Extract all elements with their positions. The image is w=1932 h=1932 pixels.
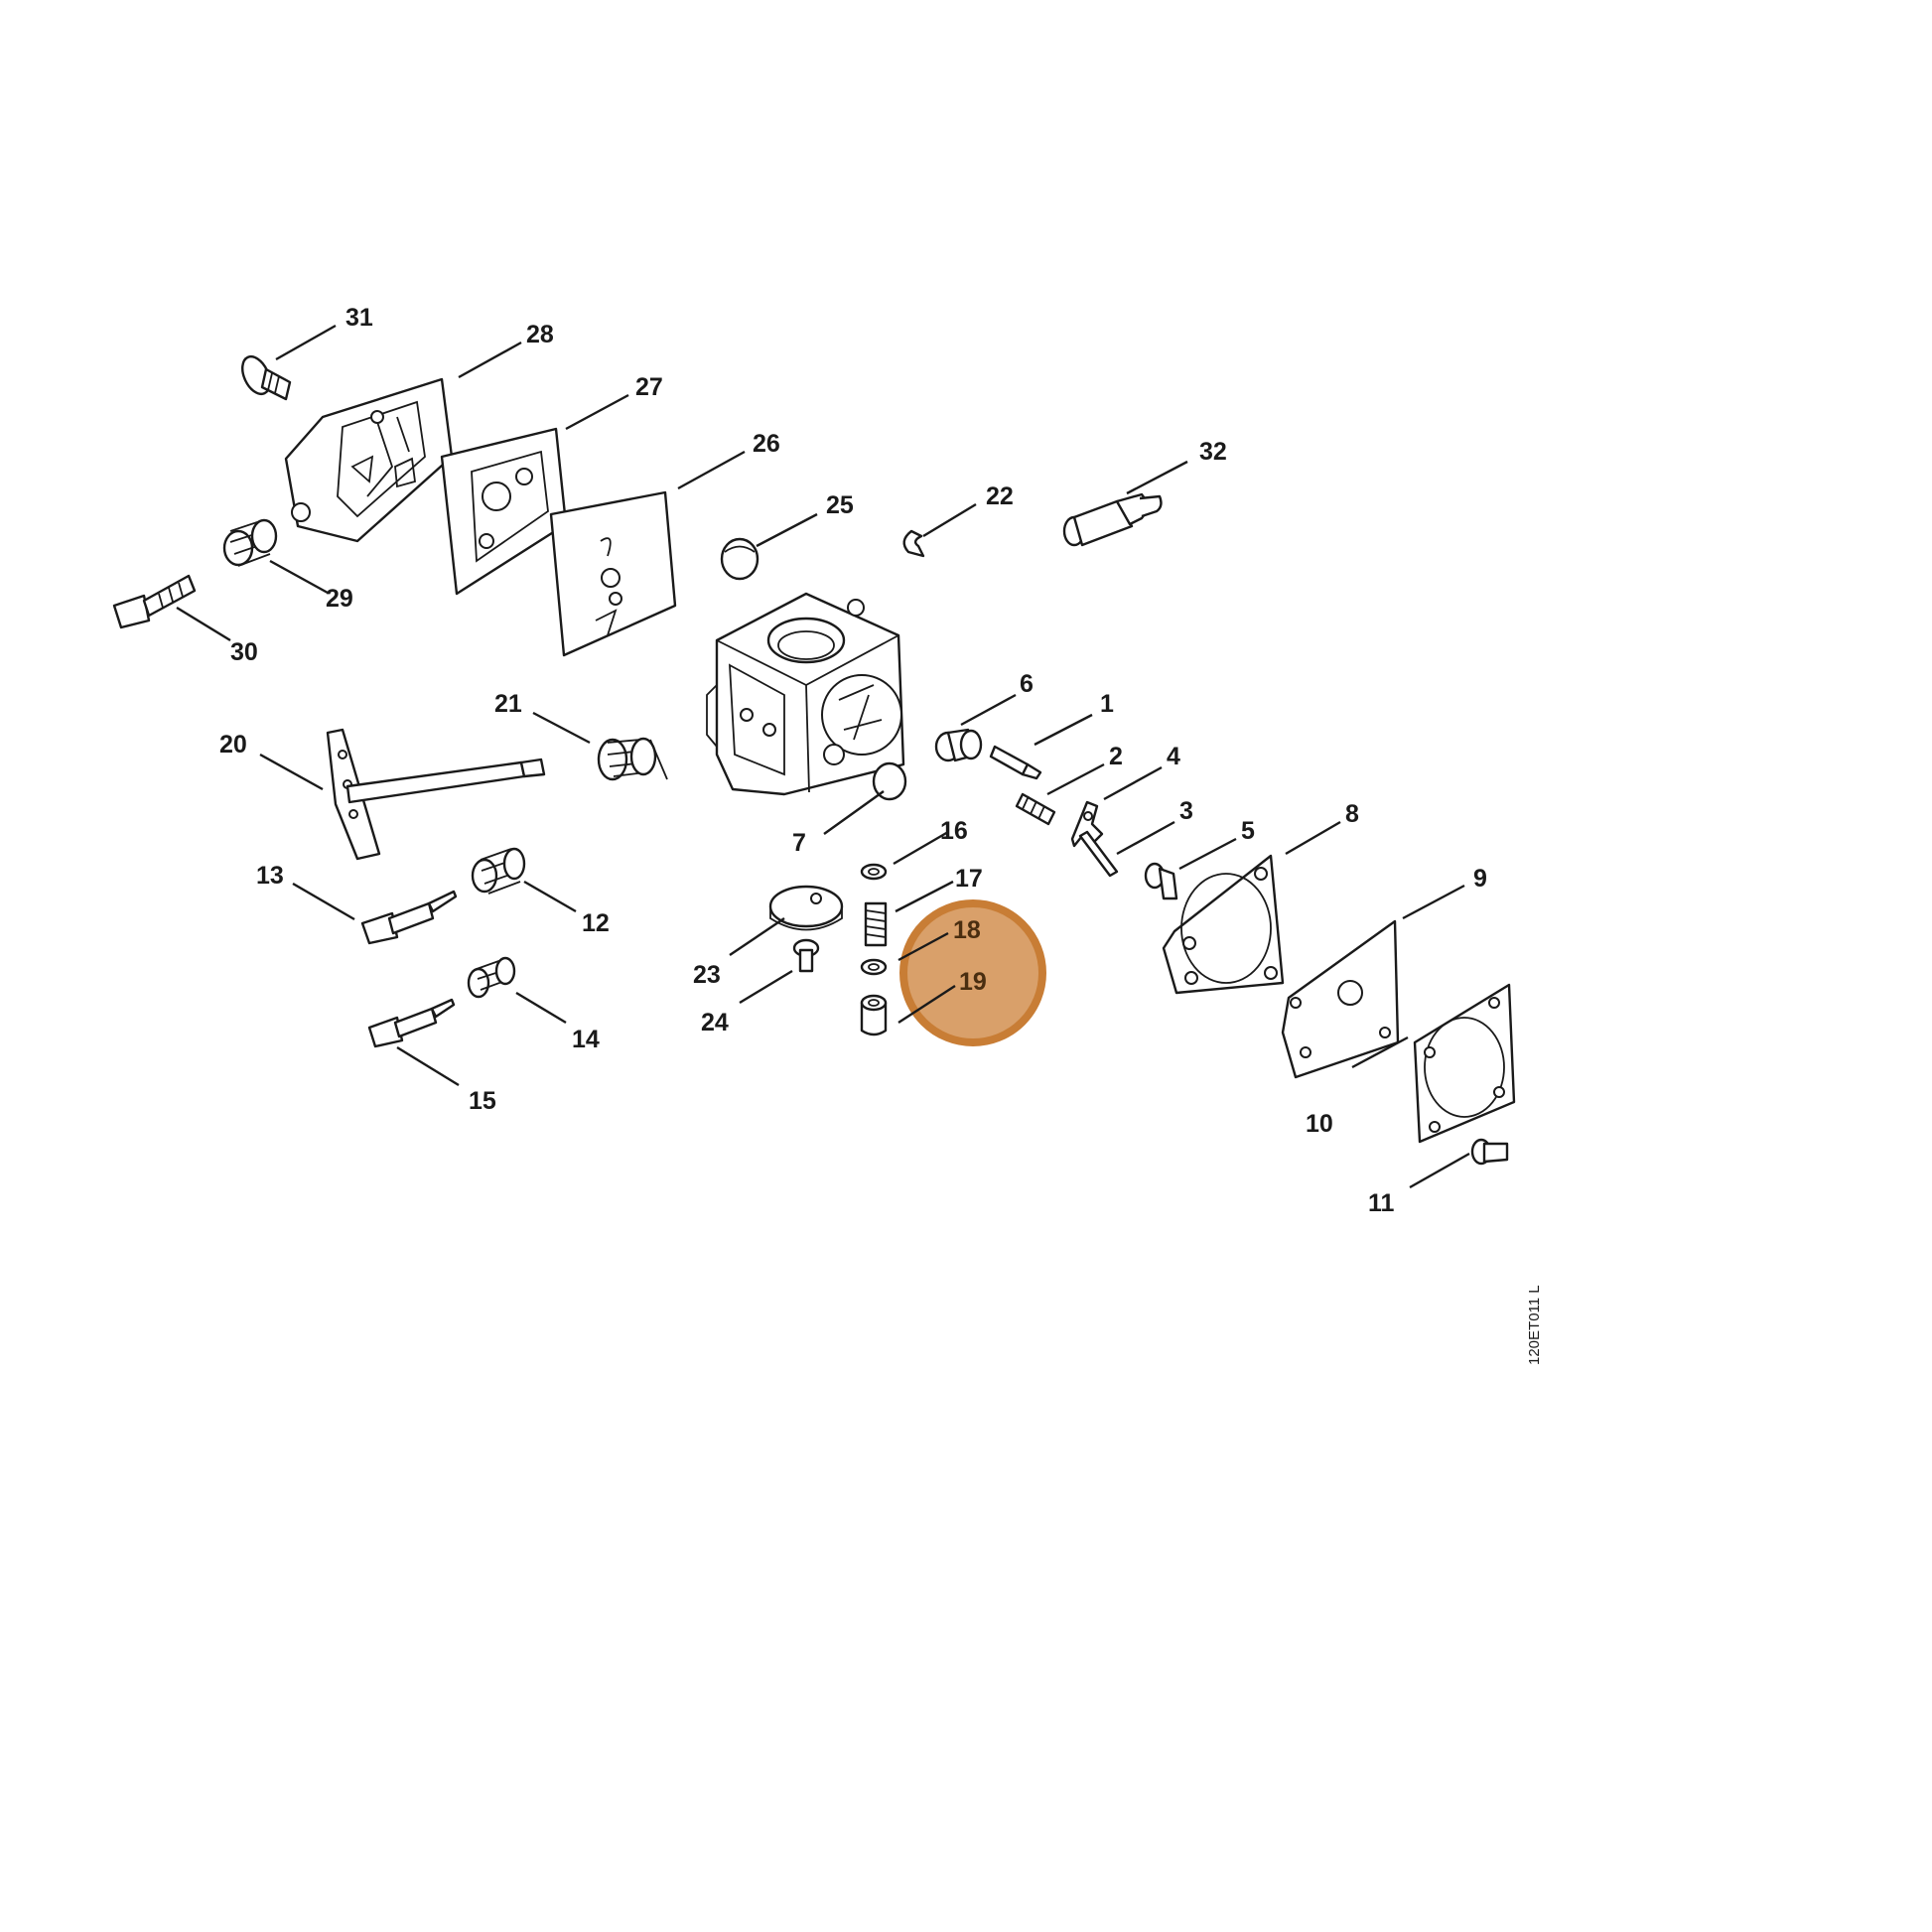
part-20-throttle-shaft[interactable]: [326, 728, 546, 861]
part-17-spring[interactable]: [864, 901, 888, 947]
drawing-code: 120ET011 L: [1526, 1285, 1543, 1365]
label-11[interactable]: 11: [1368, 1189, 1395, 1217]
part-30-adjust-screw[interactable]: [112, 574, 197, 629]
label-6[interactable]: 6: [1020, 670, 1034, 698]
part-27-pump-gasket[interactable]: [440, 427, 568, 596]
part-32-fuel-fitting[interactable]: [1062, 492, 1163, 547]
label-29[interactable]: 29: [326, 585, 353, 613]
part-1-inlet-needle[interactable]: [989, 745, 1042, 780]
part-9-metering-diaphragm[interactable]: [1281, 919, 1400, 1079]
part-19-sleeve[interactable]: [860, 994, 888, 1036]
part-13-idle-speed-screw[interactable]: [360, 890, 458, 945]
label-30[interactable]: 30: [230, 638, 258, 666]
part-2-spring[interactable]: [1015, 792, 1056, 826]
label-23[interactable]: 23: [693, 961, 721, 989]
part-11-screw[interactable]: [1470, 1138, 1509, 1166]
part-10-end-cover[interactable]: [1413, 983, 1516, 1144]
label-24[interactable]: 24: [701, 1009, 729, 1036]
part-21-torsion-spring[interactable]: [597, 737, 668, 781]
label-15[interactable]: 15: [469, 1087, 496, 1115]
part-3-spindle[interactable]: [1078, 830, 1119, 878]
label-28[interactable]: 28: [526, 321, 554, 348]
label-4[interactable]: 4: [1167, 743, 1180, 770]
part-6-nozzle[interactable]: [934, 728, 983, 762]
part-carburetor-body[interactable]: [706, 592, 905, 796]
label-3[interactable]: 3: [1179, 797, 1193, 825]
label-22[interactable]: 22: [986, 483, 1014, 510]
part-15-mixture-screw[interactable]: [367, 998, 456, 1048]
label-32[interactable]: 32: [1199, 438, 1227, 466]
label-9[interactable]: 9: [1473, 865, 1487, 893]
part-18-washer[interactable]: [860, 958, 888, 976]
label-20[interactable]: 20: [219, 731, 247, 759]
label-16[interactable]: 16: [940, 817, 968, 845]
part-5-screw[interactable]: [1144, 862, 1178, 900]
part-26-pump-diaphragm[interactable]: [549, 490, 677, 657]
label-14[interactable]: 14: [572, 1026, 600, 1053]
label-8[interactable]: 8: [1345, 800, 1359, 828]
callout-labels: 31 28 27 26 25 22 32 29 30 21 20 6 1 2 4…: [219, 304, 1487, 1217]
part-23-cover[interactable]: [768, 885, 844, 931]
part-22-clip[interactable]: [902, 529, 925, 558]
label-7[interactable]: 7: [792, 829, 806, 857]
part-31-screw[interactable]: [237, 352, 292, 401]
label-2[interactable]: 2: [1109, 743, 1123, 770]
part-14-spring[interactable]: [467, 956, 516, 999]
label-5[interactable]: 5: [1241, 817, 1255, 845]
label-12[interactable]: 12: [582, 909, 610, 937]
leader-lines: [176, 324, 1470, 1189]
part-16-washer[interactable]: [860, 863, 888, 881]
label-17[interactable]: 17: [955, 865, 983, 893]
label-25[interactable]: 25: [826, 491, 854, 519]
label-19[interactable]: 19: [959, 968, 987, 996]
part-12-spring[interactable]: [471, 847, 526, 895]
label-10[interactable]: 10: [1306, 1110, 1333, 1138]
label-31[interactable]: 31: [345, 304, 373, 332]
part-29-spring[interactable]: [222, 518, 278, 567]
part-28-pump-cover[interactable]: [284, 377, 454, 543]
label-21[interactable]: 21: [494, 690, 522, 718]
label-13[interactable]: 13: [256, 862, 284, 890]
label-26[interactable]: 26: [753, 430, 780, 458]
part-7-seal-ring[interactable]: [872, 761, 907, 801]
part-25-plug[interactable]: [720, 537, 759, 581]
label-18[interactable]: 18: [953, 916, 981, 944]
label-1[interactable]: 1: [1100, 690, 1114, 718]
label-27[interactable]: 27: [635, 373, 663, 401]
part-24-screw[interactable]: [792, 938, 820, 973]
part-8-gasket[interactable]: [1162, 854, 1285, 995]
